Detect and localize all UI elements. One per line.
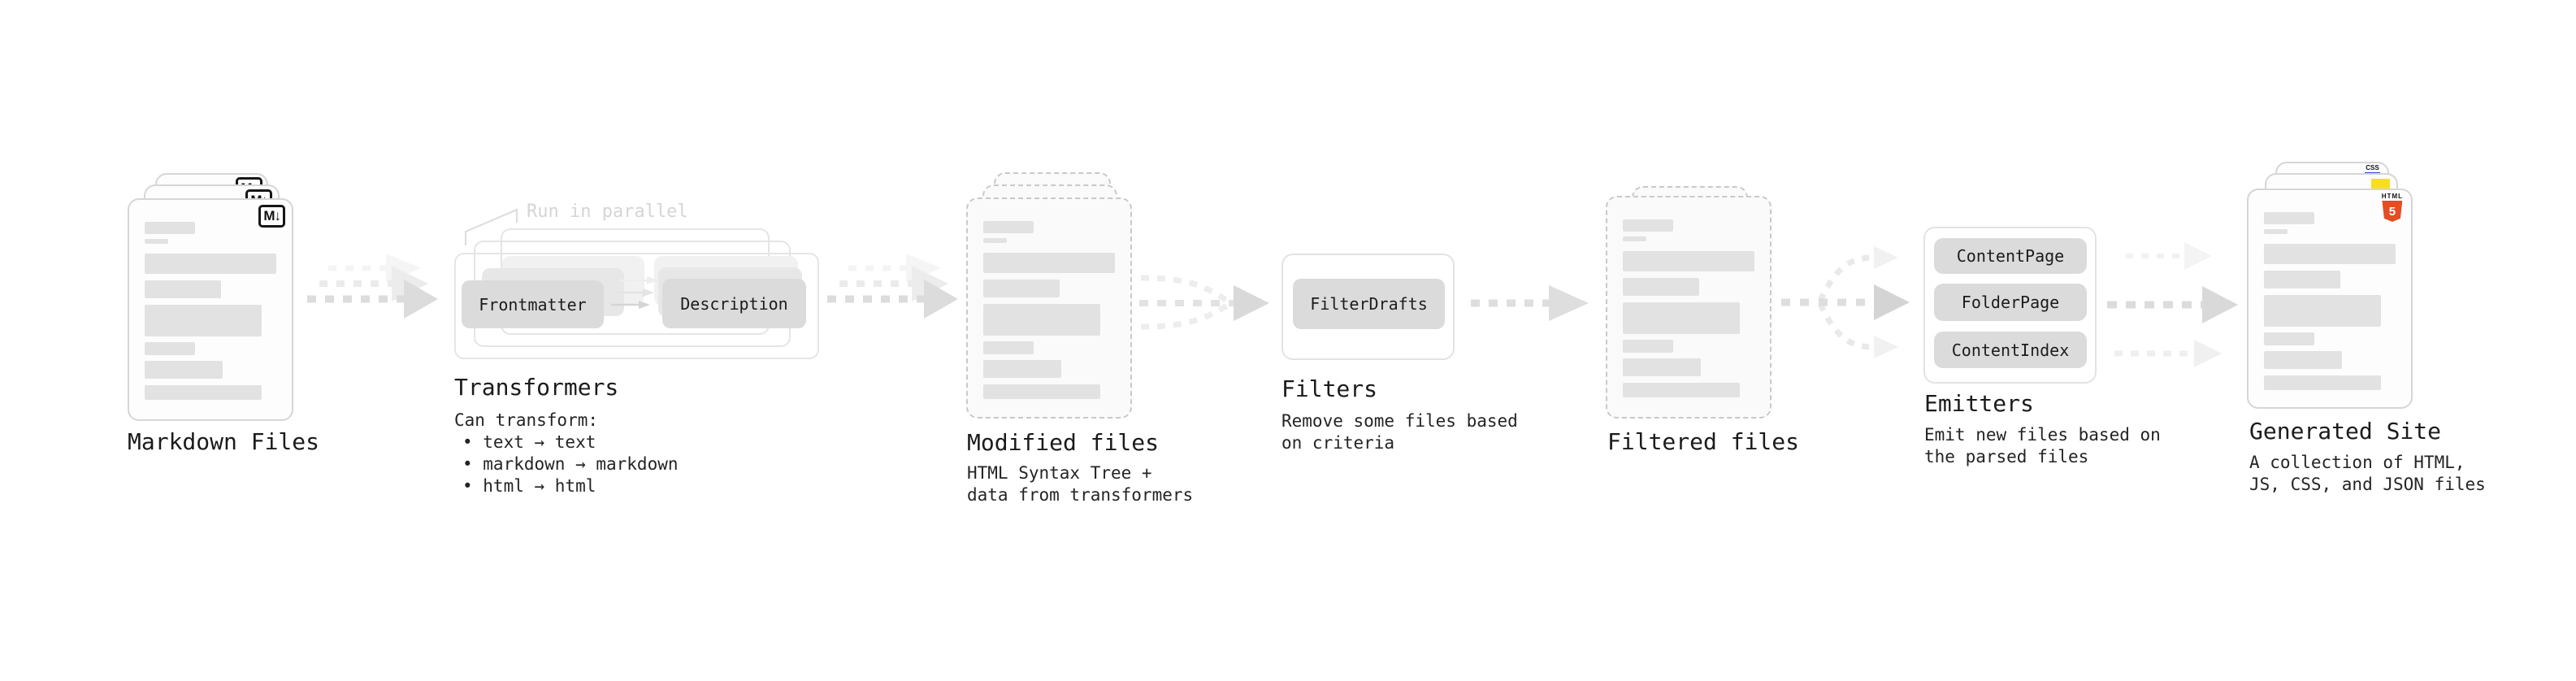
- description-line: data from transformers: [967, 485, 1194, 505]
- placeholder-bar: [145, 222, 195, 234]
- folderpage-pill: FolderPage: [1934, 284, 2087, 321]
- html5-icon: HTML 5: [2382, 193, 2403, 222]
- placeholder-bar: [1623, 219, 1673, 232]
- html5-number: 5: [2388, 204, 2396, 219]
- markdown-icon: M↓: [258, 205, 285, 228]
- stage-title-filtered-files: Filtered files: [1607, 428, 1800, 455]
- stage-title-modified-files: Modified files: [967, 429, 1160, 456]
- run-in-parallel-note: Run in parallel: [527, 202, 688, 222]
- placeholder-bar: [145, 342, 195, 355]
- file-content-placeholder: [968, 199, 1130, 399]
- generated-site-description: A collection of HTML, JS, CSS, and JSON …: [2249, 452, 2486, 496]
- transformers-description: Can transform: • text → text • markdown …: [454, 410, 679, 497]
- description-line: Remove some files based: [1281, 411, 1518, 431]
- placeholder-bar: [145, 280, 221, 298]
- html5-shield: 5: [2382, 201, 2403, 222]
- stage-title-markdown-files: Markdown Files: [128, 428, 320, 455]
- description-pill: Description: [662, 279, 806, 328]
- placeholder-bar: [2264, 375, 2382, 390]
- placeholder-bar: [145, 361, 223, 379]
- file-content-placeholder: [2249, 190, 2411, 390]
- placeholder-bar: [983, 253, 1115, 273]
- placeholder-bar: [1623, 340, 1673, 353]
- file-card-front: [1606, 196, 1772, 419]
- html5-label: HTML: [2381, 193, 2403, 200]
- filterdrafts-pill: FilterDrafts: [1293, 279, 1445, 329]
- placeholder-bar: [983, 280, 1060, 297]
- transform-bullet: • html → html: [462, 476, 596, 496]
- placeholder-bar: [1623, 302, 1741, 334]
- placeholder-bar: [145, 254, 276, 274]
- placeholder-bar: [145, 239, 169, 244]
- frontmatter-pill: Frontmatter: [462, 280, 604, 328]
- placeholder-bar: [983, 384, 1101, 399]
- contentpage-pill: ContentPage: [1934, 238, 2087, 274]
- placeholder-bar: [1623, 383, 1741, 397]
- placeholder-bar: [1623, 358, 1701, 376]
- placeholder-bar: [983, 221, 1034, 233]
- flow-arrow-merge-to-filters: [1139, 275, 1269, 330]
- flow-arrow-filters-to-filtered: [1471, 285, 1589, 321]
- placeholder-bar: [2264, 244, 2396, 264]
- description-line: Emit new files based on: [1924, 425, 2161, 445]
- placeholder-bar: [2264, 295, 2382, 327]
- transform-step-arrows: [611, 276, 658, 309]
- placeholder-bar: [983, 304, 1101, 336]
- stage-title-emitters: Emitters: [1924, 390, 2034, 417]
- file-card-front: [966, 197, 1132, 419]
- stage-title-filters: Filters: [1281, 375, 1378, 402]
- description-line: the parsed files: [1924, 447, 2089, 466]
- description-line: on criteria: [1281, 433, 1395, 453]
- filters-description: Remove some files based on criteria: [1281, 410, 1518, 454]
- placeholder-bar: [1623, 278, 1699, 296]
- note-leader-line: [465, 208, 518, 245]
- description-line: A collection of HTML,: [2249, 453, 2465, 472]
- transform-bullet: • text → text: [462, 432, 596, 452]
- description-line: HTML Syntax Tree +: [967, 463, 1152, 483]
- flow-arrow-fanout-to-emitters: [1781, 246, 1910, 358]
- placeholder-bar: [145, 385, 262, 400]
- modified-files-description: HTML Syntax Tree + data from transformer…: [967, 462, 1193, 506]
- stage-title-transformers: Transformers: [454, 374, 619, 401]
- description-line: JS, CSS, and JSON files: [2249, 475, 2486, 494]
- placeholder-bar: [2264, 332, 2314, 345]
- placeholder-bar: [1623, 251, 1754, 271]
- file-content-placeholder: [129, 200, 292, 400]
- css-label: CSS: [2366, 164, 2379, 171]
- flow-arrow-markdown-to-transformers: [307, 254, 438, 319]
- stage-title-generated-site: Generated Site: [2249, 418, 2442, 445]
- placeholder-bar: [2264, 212, 2314, 224]
- file-card-front: M↓: [128, 198, 293, 421]
- transformer-layer-front: [454, 253, 819, 359]
- placeholder-bar: [983, 238, 1008, 243]
- placeholder-bar: [2264, 351, 2342, 369]
- transform-bullet: • markdown → markdown: [462, 454, 679, 474]
- flow-arrow-transformers-to-modified: [827, 254, 958, 319]
- emitters-description: Emit new files based on the parsed files: [1924, 424, 2161, 468]
- flow-arrows-emitters-to-site: [2107, 242, 2238, 367]
- contentindex-pill: ContentIndex: [1934, 332, 2087, 368]
- placeholder-bar: [145, 305, 262, 336]
- placeholder-bar: [2264, 229, 2288, 234]
- js-icon: [2371, 179, 2390, 189]
- placeholder-bar: [983, 341, 1034, 354]
- file-content-placeholder: [1607, 197, 1770, 397]
- file-card-front: HTML 5: [2247, 189, 2413, 409]
- placeholder-bar: [2264, 271, 2340, 288]
- transformers-subtitle: Can transform:: [454, 410, 599, 430]
- placeholder-bar: [983, 360, 1061, 378]
- placeholder-bar: [1623, 236, 1647, 241]
